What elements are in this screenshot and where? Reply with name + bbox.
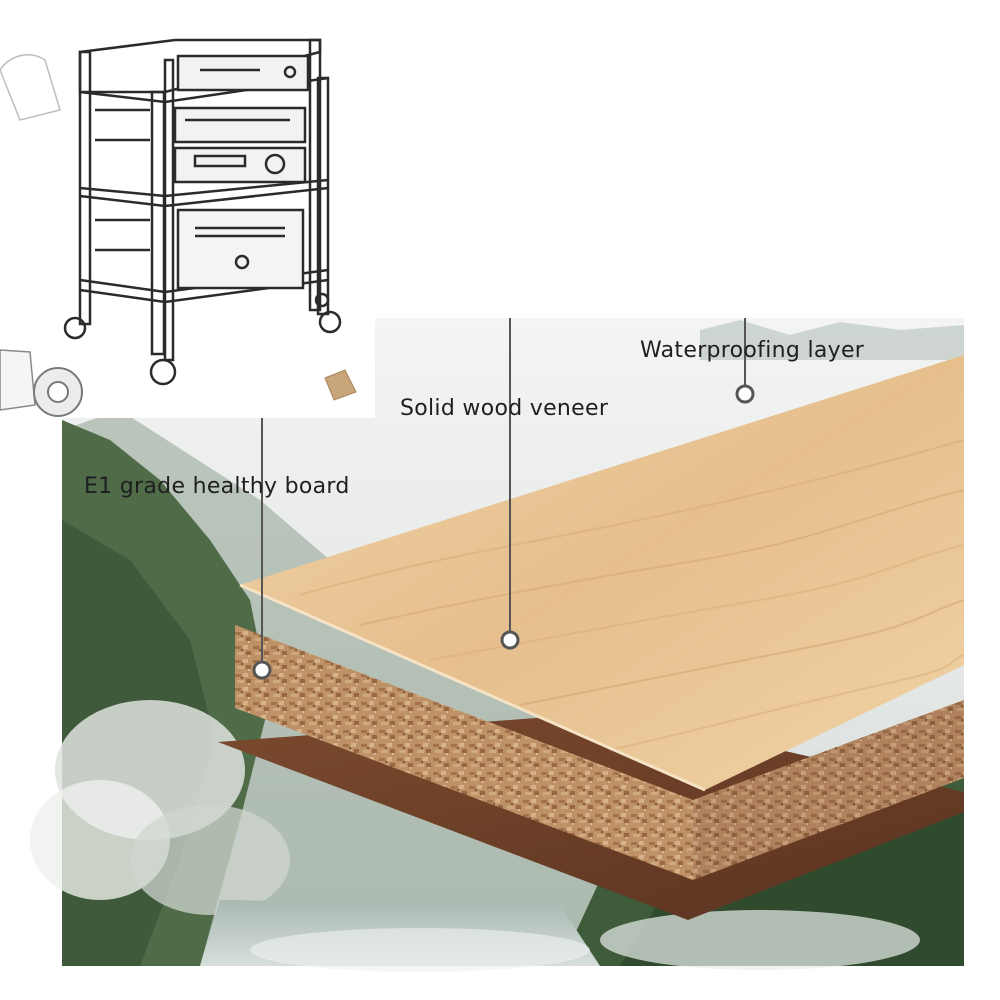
callout-board	[252, 418, 272, 680]
wood-swatch-icon	[324, 369, 357, 401]
particle-board	[235, 625, 964, 880]
solid-wood-veneer-label: Solid wood veneer	[400, 396, 609, 421]
measuring-tape-icon	[0, 349, 83, 417]
audio-rack-sketch-icon	[63, 38, 342, 386]
wood-veneer-surface	[239, 355, 965, 792]
waterproofing-layer-label: Waterproofing layer	[640, 338, 865, 363]
callout-waterproofing	[735, 318, 755, 404]
e1-board-label: E1 grade healthy board	[84, 474, 350, 499]
callout-veneer	[500, 318, 520, 650]
rack-sketch-panel	[0, 0, 375, 418]
